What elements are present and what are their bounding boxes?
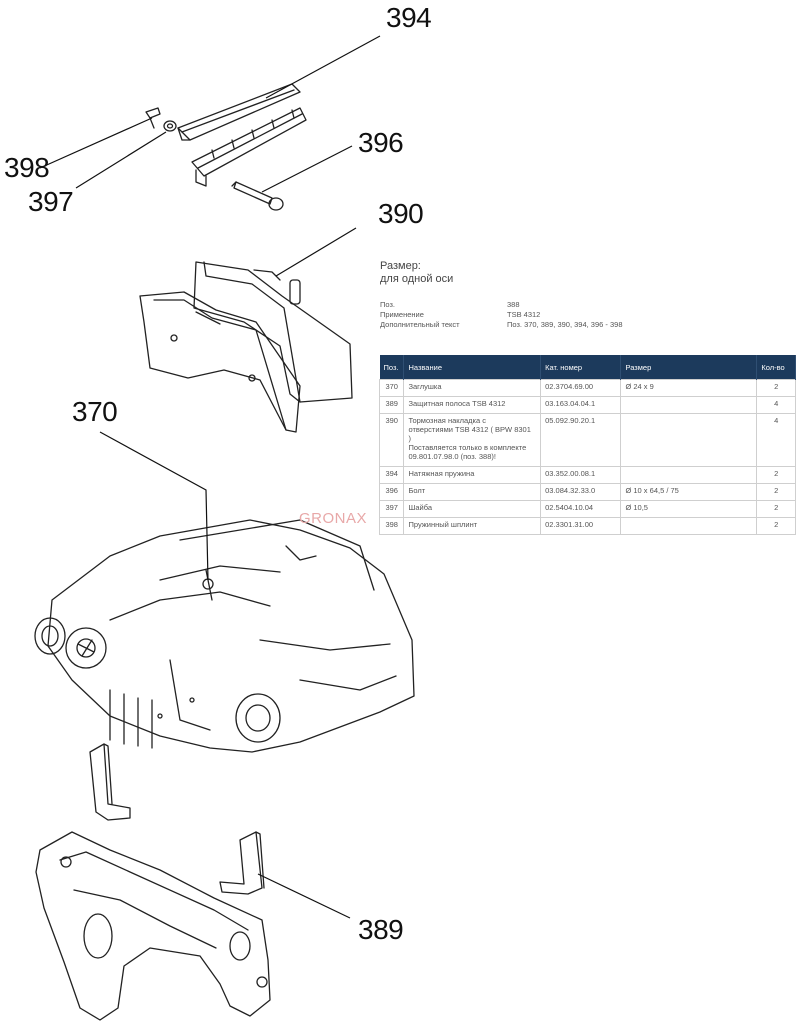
cell-size (620, 413, 758, 467)
cell-qty: 2 (756, 466, 796, 484)
property-key: Поз. (380, 300, 395, 309)
leader-line-397 (75, 131, 167, 189)
cell-catalog[interactable]: 03.084.32.33.0 (540, 483, 622, 501)
cell-pos: 396 (378, 483, 405, 501)
info-title-line2: для одной оси (380, 273, 454, 285)
column-header-pos[interactable]: Поз. (379, 355, 405, 380)
carrier-bracket (35, 831, 271, 1021)
cell-name-line: 09.801.07.98.0 (поз. 388)! (408, 452, 496, 461)
spring-plate (191, 107, 307, 187)
cell-name: Пружинный шплинт (403, 517, 542, 535)
cell-name: Заглушка (403, 379, 542, 397)
cell-name-line: Поставляется только в комплекте (408, 443, 527, 452)
washer-397 (163, 120, 177, 132)
callout-370: 370 (72, 396, 118, 427)
info-title-line1: Размер: (380, 260, 421, 272)
protection-strip-389-left (89, 743, 131, 821)
leader-line-396 (261, 145, 353, 193)
cell-name: Шайба (403, 500, 542, 518)
cell-name-line: отверстиями TSB 4312 ( BPW 8301 (408, 425, 531, 434)
property-value: 388 (507, 300, 520, 309)
cell-size: Ø 10 x 64,5 / 75 (620, 483, 758, 501)
leader-line-389 (257, 873, 351, 919)
cell-size: Ø 10,5 (620, 500, 758, 518)
cell-qty: 4 (756, 413, 796, 467)
cell-pos: 397 (378, 500, 405, 518)
callout-390: 390 (378, 198, 424, 229)
cell-name: Тормозная накладка с отверстиями TSB 431… (403, 413, 542, 467)
kit-properties: Поз. 388 Применение TSB 4312 Дополнитель… (380, 300, 800, 330)
cell-catalog[interactable]: 05.092.90.20.1 (540, 413, 622, 467)
protection-strip-389-right (219, 831, 265, 895)
leader-line-390 (275, 227, 357, 277)
property-value: TSB 4312 (507, 310, 541, 319)
cell-name: Натяжная пружина (403, 466, 542, 484)
cell-name: Болт (403, 483, 542, 501)
bolt-396 (231, 181, 284, 211)
table-row: 394 Натяжная пружина 03.352.00.08.1 2 (378, 466, 796, 484)
column-header-name[interactable]: Название (403, 355, 542, 380)
cell-catalog[interactable]: 03.163.04.04.1 (540, 396, 622, 414)
cell-catalog[interactable]: 03.352.00.08.1 (540, 466, 622, 484)
leader-line-394 (265, 35, 381, 99)
leader-line-398 (39, 117, 153, 169)
property-key: Дополнительный текст (380, 320, 460, 329)
table-row: 370 Заглушка 02.3704.69.00 Ø 24 x 9 2 (378, 379, 796, 397)
property-key: Применение (380, 310, 424, 319)
table-row: 398 Пружинный шплинт 02.3301.31.00 2 (378, 517, 796, 535)
cell-qty: 4 (756, 396, 796, 414)
cell-name: Защитная полоса TSB 4312 (403, 396, 542, 414)
cell-pos: 398 (378, 517, 405, 535)
column-header-catalog[interactable]: Кат. номер (540, 355, 622, 380)
table-row: 397 Шайба 02.5404.10.04 Ø 10,5 2 (378, 500, 796, 518)
tension-spring-394 (177, 83, 301, 141)
callout-396: 396 (358, 127, 404, 158)
cell-catalog[interactable]: 02.3704.69.00 (540, 379, 622, 397)
cell-pos: 390 (378, 413, 405, 467)
parts-table: Поз. Название Кат. номер Размер Кол-во 3… (378, 355, 796, 535)
cell-name-line: Тормозная накладка с (408, 416, 486, 425)
cell-size (620, 466, 758, 484)
cell-pos: 370 (378, 379, 405, 397)
caliper-body (34, 519, 415, 753)
cell-size (620, 396, 758, 414)
column-header-size[interactable]: Размер (620, 355, 758, 380)
cell-qty: 2 (756, 483, 796, 501)
cell-pos: 394 (378, 466, 405, 484)
property-value: Поз. 370, 389, 390, 394, 396 - 398 (507, 320, 623, 329)
cell-qty: 2 (756, 379, 796, 397)
cell-qty: 2 (756, 500, 796, 518)
spring-pin-398 (145, 107, 161, 129)
leader-line-370 (99, 431, 209, 581)
callout-397: 397 (28, 186, 74, 217)
column-header-qty[interactable]: Кол-во (756, 355, 796, 380)
property-row: Применение TSB 4312 (380, 310, 800, 320)
cell-catalog[interactable]: 02.3301.31.00 (540, 517, 622, 535)
kit-info: Размер: для одной оси Поз. 388 Применени… (380, 260, 800, 330)
cell-qty: 2 (756, 517, 796, 535)
table-header-row: Поз. Название Кат. номер Размер Кол-во (379, 355, 796, 380)
property-row: Дополнительный текст Поз. 370, 389, 390,… (380, 320, 800, 330)
callout-394: 394 (386, 2, 432, 33)
brake-pad-front (139, 291, 301, 433)
callout-389: 389 (358, 914, 404, 945)
callout-398: 398 (4, 152, 50, 183)
cell-pos: 389 (378, 396, 405, 414)
cell-size: Ø 24 x 9 (620, 379, 758, 397)
cell-catalog[interactable]: 02.5404.10.04 (540, 500, 622, 518)
brake-pad-rear (193, 261, 353, 403)
table-row: 389 Защитная полоса TSB 4312 03.163.04.0… (378, 396, 796, 414)
cell-name-line: ) (408, 434, 411, 443)
watermark: GRONAX (299, 510, 368, 527)
table-row: 390 Тормозная накладка с отверстиями TSB… (378, 413, 796, 467)
table-row: 396 Болт 03.084.32.33.0 Ø 10 x 64,5 / 75… (378, 483, 796, 501)
property-row: Поз. 388 (380, 300, 800, 310)
cell-size (620, 517, 758, 535)
